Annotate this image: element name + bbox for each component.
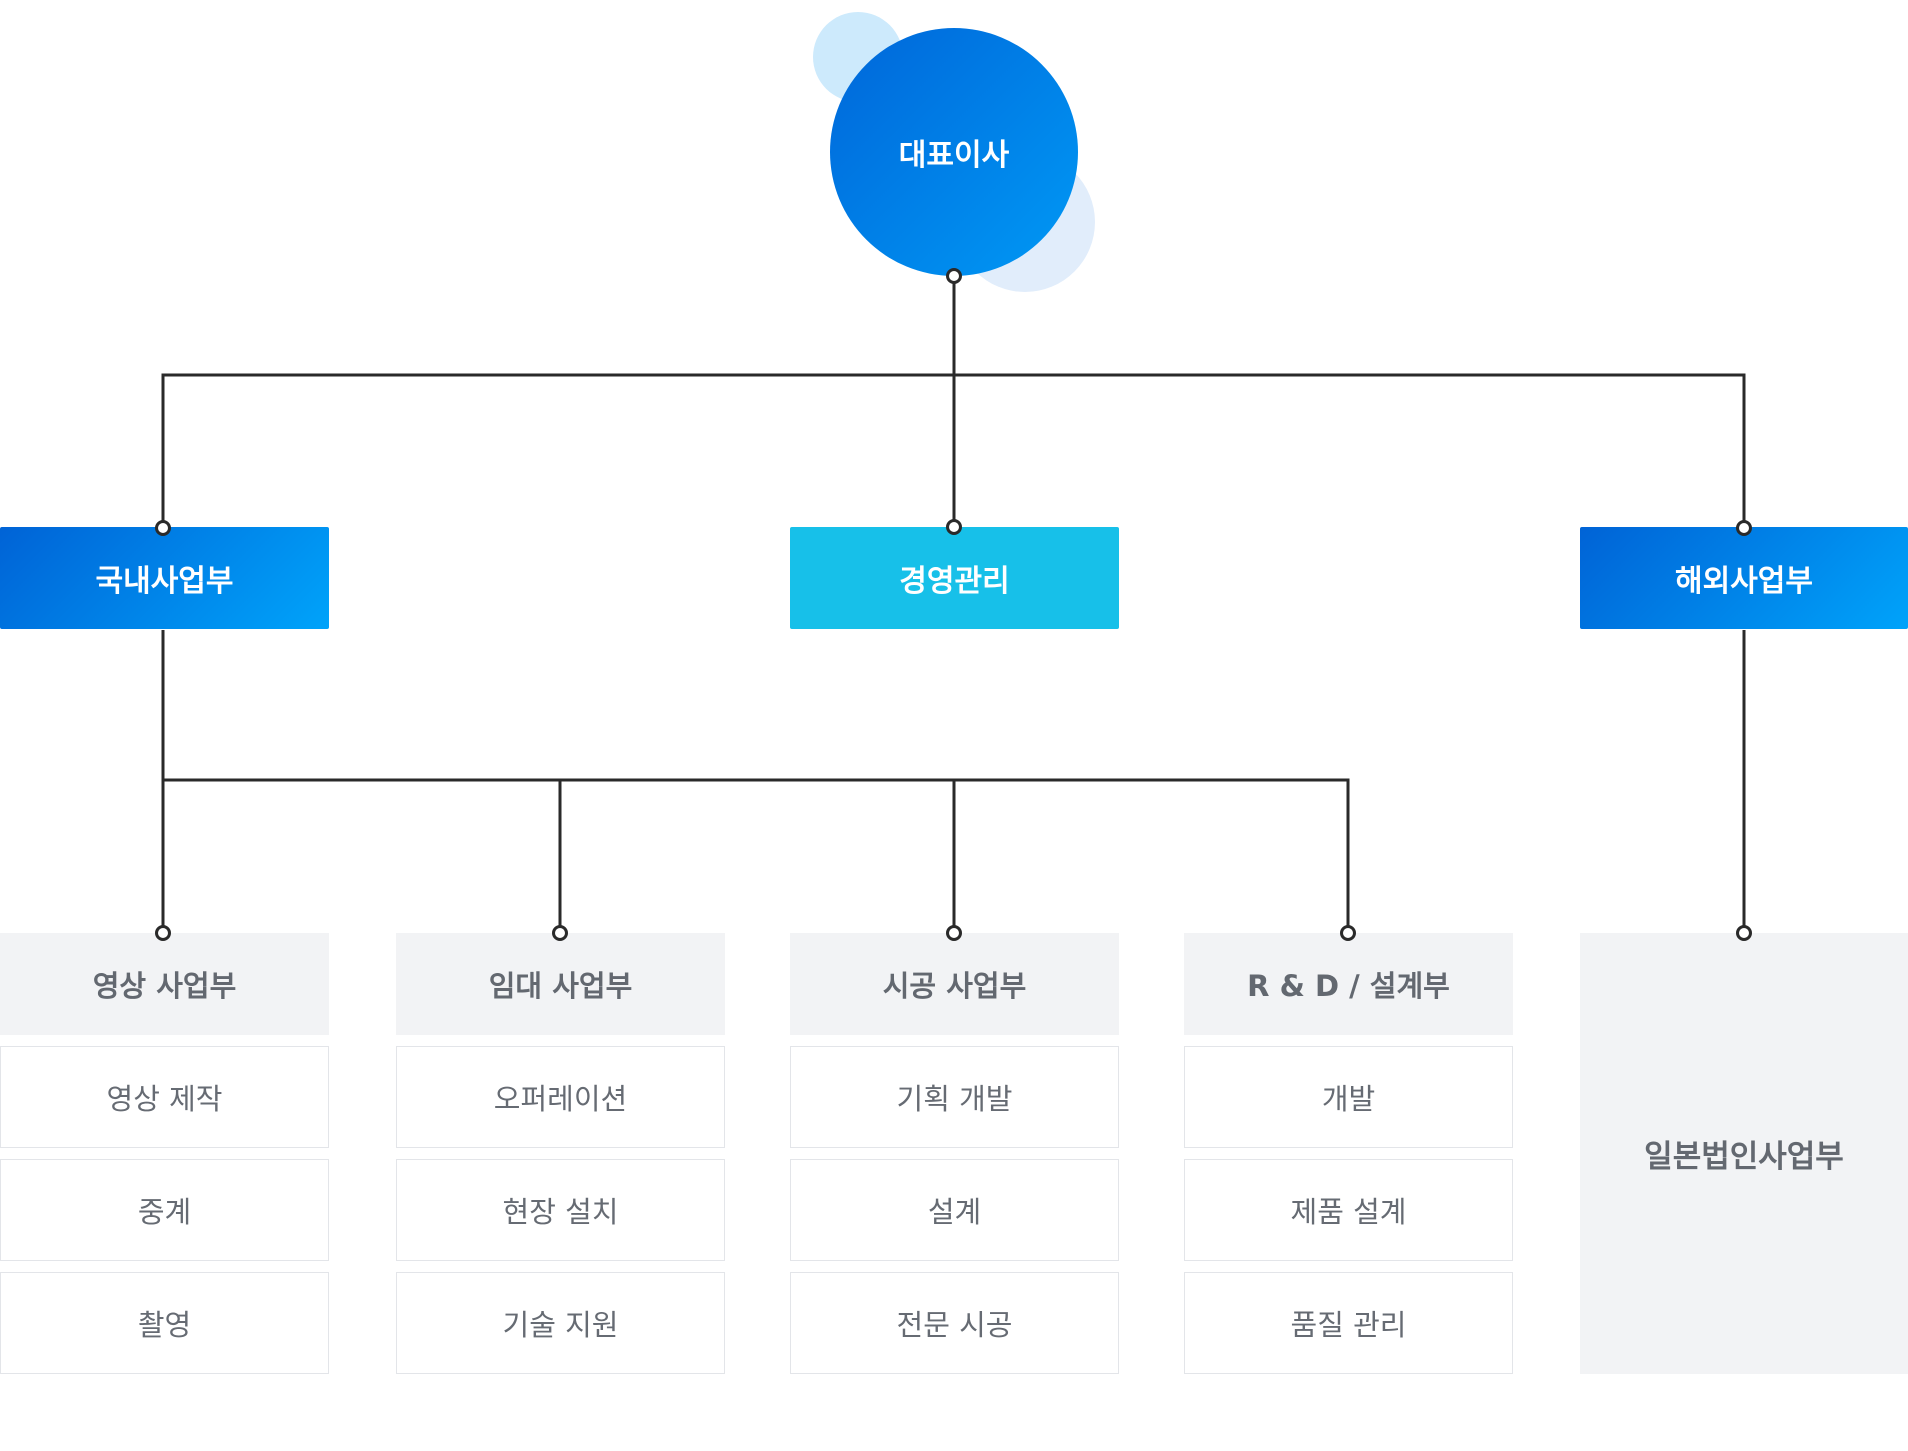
- team-label: 촬영: [137, 1308, 192, 1342]
- department-label: 임대 사업부: [488, 969, 633, 1003]
- connector-dot: [155, 925, 171, 941]
- division-domestic: 국내사업부: [0, 527, 329, 629]
- ceo-to-divisions-line: [161, 276, 1746, 528]
- team-box: 기획 개발: [790, 1046, 1119, 1148]
- team-label: 중계: [137, 1195, 192, 1229]
- team-label: 오퍼레이션: [493, 1082, 628, 1116]
- team-label: 영상 제작: [106, 1082, 223, 1116]
- team-box: 개발: [1184, 1046, 1513, 1148]
- team-box: 기술 지원: [396, 1272, 725, 1374]
- department-rnd-design: R & D / 설계부: [1184, 933, 1513, 1035]
- division-domestic-label: 국내사업부: [95, 564, 234, 599]
- department-label: R & D / 설계부: [1247, 969, 1450, 1003]
- domestic-to-departments-line: [161, 630, 1350, 933]
- team-label: 기술 지원: [502, 1308, 619, 1342]
- connector-dot: [946, 925, 962, 941]
- department-label: 시공 사업부: [882, 969, 1027, 1003]
- team-box: 중계: [0, 1159, 329, 1261]
- connector-dot: [946, 268, 962, 284]
- department-japan-branch: 일본법인사업부: [1580, 933, 1908, 1374]
- team-box: 전문 시공: [790, 1272, 1119, 1374]
- division-management-label: 경영관리: [899, 564, 1010, 599]
- division-overseas-label: 해외사업부: [1675, 564, 1813, 599]
- team-box: 품질 관리: [1184, 1272, 1513, 1374]
- connector-dot: [155, 520, 171, 536]
- ceo-label: 대표이사: [898, 138, 1010, 173]
- department-japan-label: 일본법인사업부: [1644, 1139, 1844, 1175]
- division-management: 경영관리: [790, 527, 1119, 629]
- connector-dot: [1340, 925, 1356, 941]
- team-label: 품질 관리: [1290, 1308, 1407, 1342]
- connector-dot: [946, 519, 962, 535]
- team-label: 기획 개발: [896, 1082, 1013, 1116]
- connector-dot: [552, 925, 568, 941]
- team-box: 현장 설치: [396, 1159, 725, 1261]
- department-video: 영상 사업부: [0, 933, 329, 1035]
- team-box: 제품 설계: [1184, 1159, 1513, 1261]
- team-label: 전문 시공: [896, 1308, 1013, 1342]
- connector-dot: [1736, 520, 1752, 536]
- team-label: 제품 설계: [1290, 1195, 1407, 1229]
- division-overseas: 해외사업부: [1580, 527, 1908, 629]
- team-box: 영상 제작: [0, 1046, 329, 1148]
- team-box: 촬영: [0, 1272, 329, 1374]
- team-label: 설계: [927, 1195, 982, 1229]
- connector-dot: [1736, 925, 1752, 941]
- department-label: 영상 사업부: [92, 969, 237, 1003]
- department-rental: 임대 사업부: [396, 933, 725, 1035]
- team-box: 오퍼레이션: [396, 1046, 725, 1148]
- team-box: 설계: [790, 1159, 1119, 1261]
- team-label: 개발: [1321, 1082, 1376, 1116]
- team-label: 현장 설치: [502, 1195, 619, 1229]
- department-construction: 시공 사업부: [790, 933, 1119, 1035]
- ceo-node: 대표이사: [830, 28, 1078, 276]
